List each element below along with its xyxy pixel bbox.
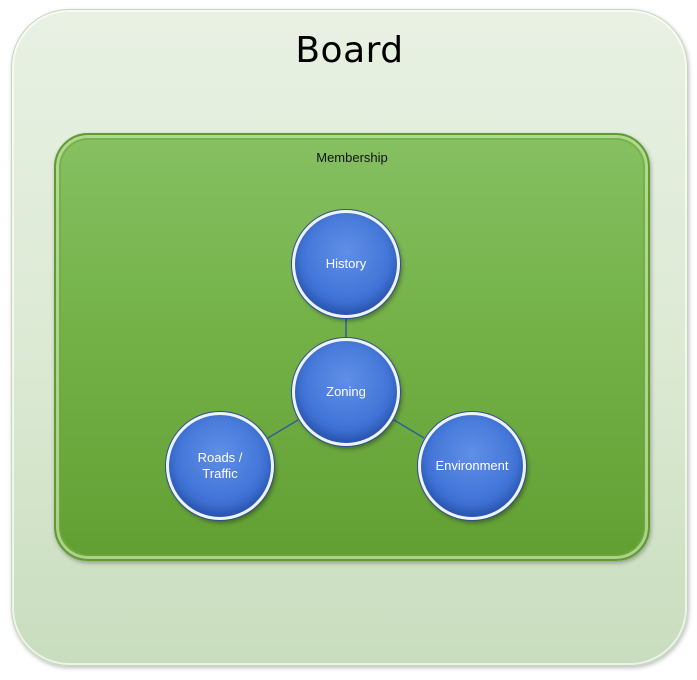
node-roads-traffic: Roads / Traffic [166,412,274,520]
node-zoning: Zoning [292,338,400,446]
node-zoning-label: Zoning [326,384,366,399]
board-title: Board [295,30,404,71]
node-history: History [292,210,400,318]
node-roads-traffic-label: Roads / Traffic [197,450,243,481]
membership-title: Membership [316,150,388,165]
node-environment-label: Environment [435,458,509,473]
node-history-label: History [325,256,367,271]
node-environment: Environment [418,412,526,520]
